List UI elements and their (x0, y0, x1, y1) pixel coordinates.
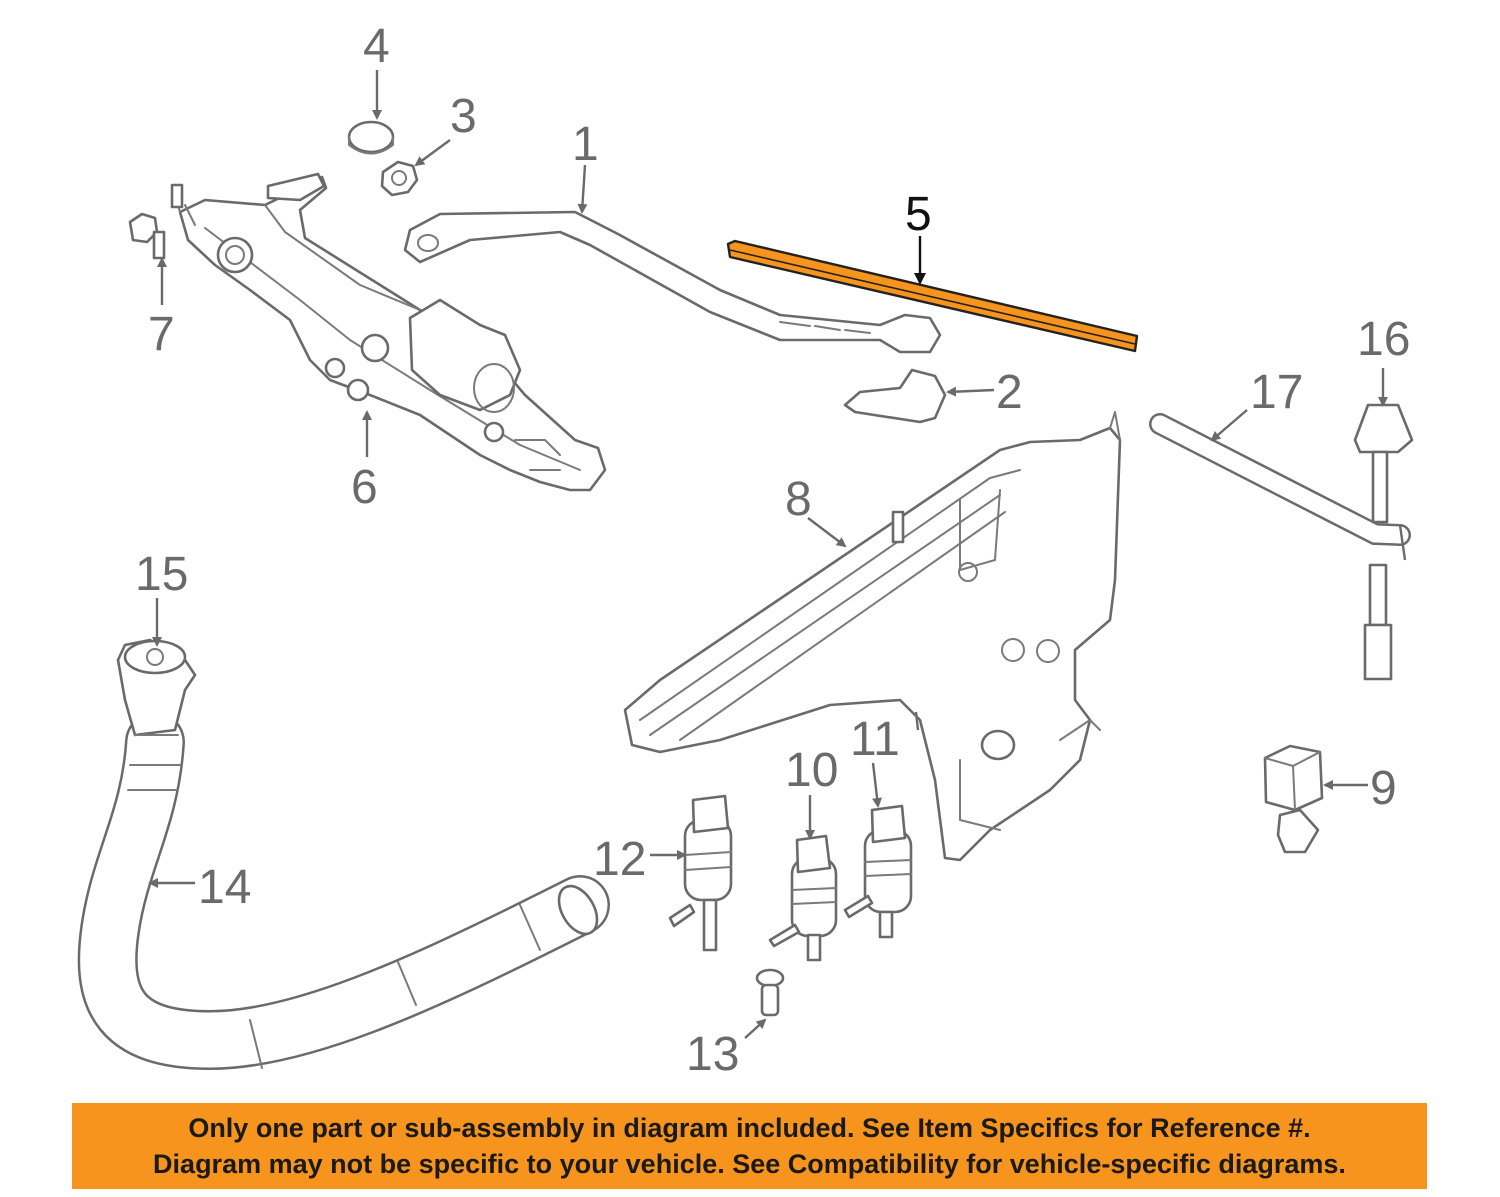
part-10-washer-pump (768, 834, 838, 962)
disclaimer-banner: Only one part or sub-assembly in diagram… (72, 1103, 1427, 1189)
part-17-hose (1149, 413, 1411, 561)
callout-9: 9 (1370, 762, 1397, 815)
part-15-filler-cap (116, 638, 197, 737)
callout-6: 6 (351, 461, 378, 514)
part-11-washer-pump (843, 804, 913, 939)
part-1-wiper-arm (403, 210, 942, 354)
part-6-wiper-linkage (170, 172, 607, 492)
callout-11: 11 (850, 713, 900, 766)
part-4-cap (347, 120, 395, 155)
disclaimer-line-2: Diagram may not be specific to your vehi… (153, 1149, 1346, 1179)
callout-4: 4 (363, 20, 390, 73)
callout-10: 10 (785, 744, 838, 797)
callout-5: 5 (905, 188, 932, 241)
callout-labels: 1 2 3 4 5 6 7 8 9 10 11 12 13 14 15 16 1… (135, 20, 1410, 1081)
part-7-bolt (128, 212, 166, 260)
leader-lines (148, 70, 1388, 1039)
callout-17: 17 (1250, 366, 1303, 419)
part-2-cover (843, 368, 947, 424)
part-14-filler-hose (77, 712, 610, 1071)
callout-15: 15 (135, 548, 188, 601)
part-3-nut (380, 160, 419, 197)
part-5-wiper-blade (726, 239, 1139, 353)
callout-7: 7 (148, 308, 175, 361)
callout-1: 1 (572, 118, 599, 171)
callout-13: 13 (686, 1028, 739, 1081)
callout-16: 16 (1357, 313, 1410, 366)
part-16-level-sensor (1353, 403, 1414, 681)
disclaimer-line-1: Only one part or sub-assembly in diagram… (188, 1113, 1311, 1143)
part-12-washer-pump (668, 794, 733, 952)
callout-2: 2 (996, 366, 1023, 419)
callout-8: 8 (785, 473, 812, 526)
part-8-washer-reservoir (623, 411, 1122, 862)
part-9-sensor (1263, 744, 1324, 854)
part-13-grommet (755, 968, 785, 1017)
callout-14: 14 (198, 861, 251, 914)
callout-12: 12 (593, 833, 646, 886)
callout-3: 3 (450, 90, 477, 143)
